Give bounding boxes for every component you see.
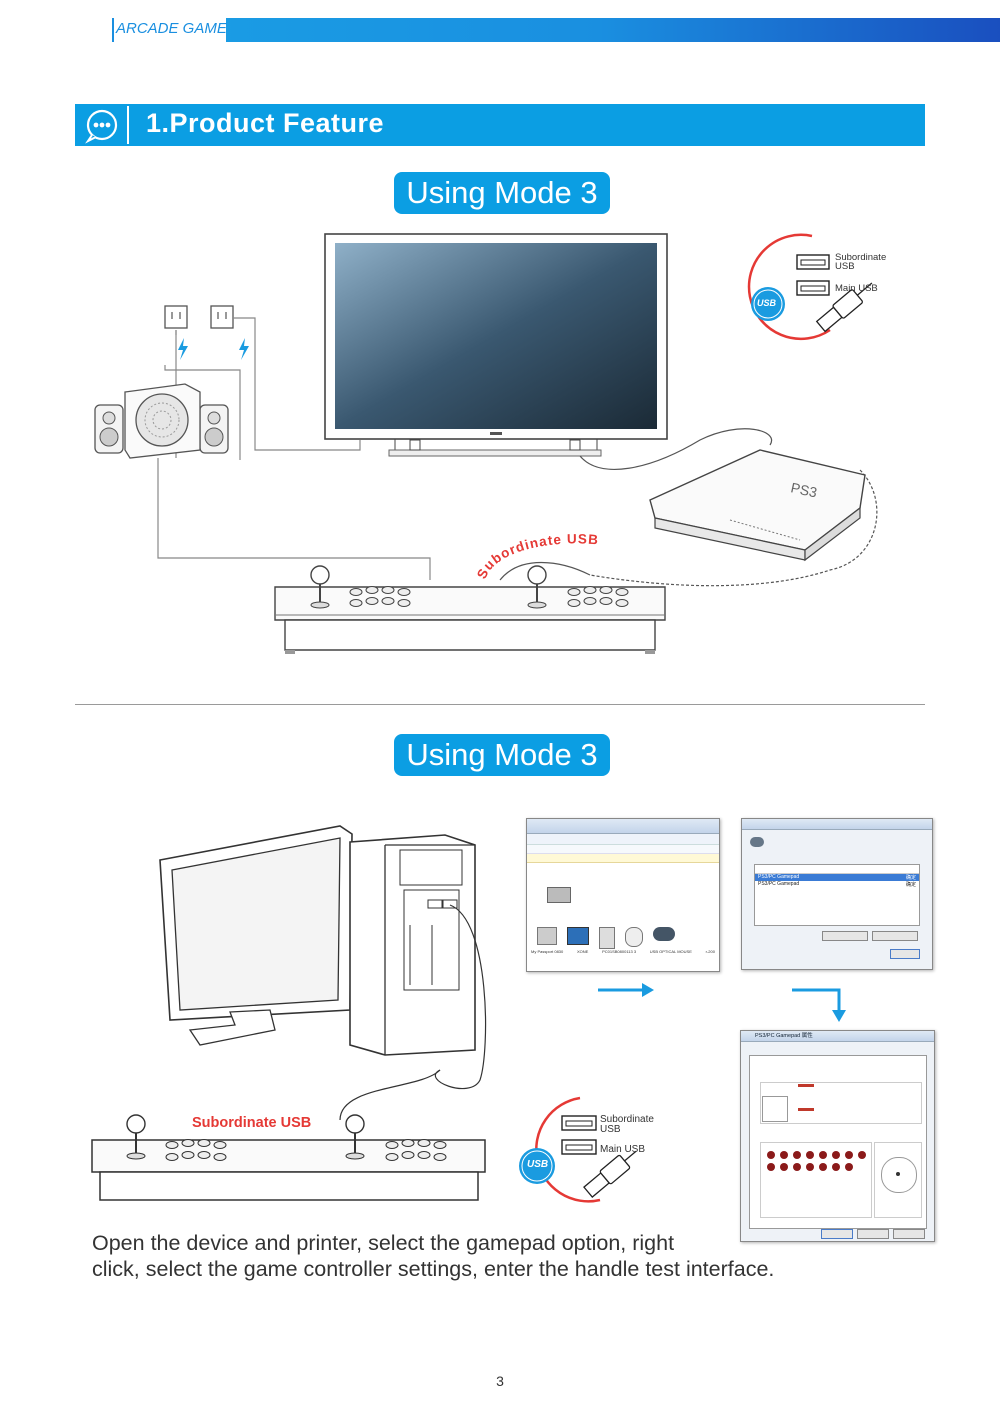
subordinate-usb-label-red: Subordinate USB bbox=[192, 1115, 312, 1131]
monitor-icon bbox=[159, 825, 353, 1046]
axis-crosshair bbox=[762, 1096, 788, 1122]
mode-title-bottom: Using Mode 3 bbox=[394, 734, 610, 776]
svg-text:PS3: PS3 bbox=[789, 479, 818, 500]
printer-icon bbox=[547, 887, 571, 903]
usb-badge-bottom: USB bbox=[527, 1159, 549, 1170]
mouse-icon bbox=[625, 927, 643, 947]
header-tab bbox=[112, 18, 226, 42]
caption: Open the device and printer, select the … bbox=[92, 1230, 812, 1282]
setup-illustration-pc bbox=[91, 825, 487, 1201]
caption-line-1: Open the device and printer, select the … bbox=[92, 1231, 675, 1255]
usb-plug-icon bbox=[583, 1150, 637, 1198]
power-socket-icon bbox=[164, 305, 234, 329]
section-title: 1.Product Feature bbox=[146, 108, 385, 138]
apply-button[interactable] bbox=[893, 1229, 925, 1239]
gamepad-properties-window: PS3/PC Gamepad 属性 bbox=[740, 1030, 935, 1242]
mode-title-top: Using Mode 3 bbox=[394, 172, 610, 214]
usb-ports-icon bbox=[519, 1096, 637, 1203]
section-header-divider bbox=[127, 106, 129, 144]
device-label: XONE bbox=[577, 949, 589, 954]
window-title: PS3/PC Gamepad 属性 bbox=[741, 1031, 934, 1042]
devices-printers-window: My Passport 0830 XONE PC01SB0800113 3 US… bbox=[526, 818, 720, 972]
speaker-system-icon bbox=[94, 383, 229, 459]
arrow-down-icon bbox=[792, 988, 846, 1022]
device-label: r-200 bbox=[705, 949, 715, 954]
device-label: USB OPTICAL MOUSE bbox=[649, 949, 692, 954]
lightning-icon bbox=[178, 338, 249, 360]
gamepad-icon[interactable] bbox=[653, 927, 675, 941]
subordinate-usb-label-top: Subordinate USB bbox=[835, 252, 887, 272]
arrow-right-icon bbox=[598, 983, 654, 997]
pov-hat bbox=[874, 1142, 922, 1218]
arcade-controller-icon bbox=[274, 565, 666, 654]
caption-line-2: click, select the game controller settin… bbox=[92, 1257, 775, 1281]
setup-illustration-tv-ps3: PS3 Subordinate USB bbox=[94, 233, 878, 654]
subordinate-usb-label-bottom: Subordinate USB bbox=[600, 1114, 654, 1135]
cancel-button[interactable] bbox=[857, 1229, 889, 1239]
section-header bbox=[75, 104, 925, 146]
buttons-group bbox=[760, 1142, 872, 1218]
usb-badge-top: USB bbox=[757, 298, 777, 308]
ok-button[interactable] bbox=[890, 949, 920, 959]
properties-button[interactable] bbox=[872, 931, 918, 941]
header-label: ARCADE GAME bbox=[116, 20, 227, 37]
desktop-tower-icon bbox=[349, 834, 476, 1056]
usb-plug-icon bbox=[815, 282, 873, 333]
television-icon bbox=[324, 233, 668, 457]
drive-icon bbox=[537, 927, 557, 945]
gamepad-icon bbox=[750, 837, 764, 847]
usb-ports-icon bbox=[747, 233, 873, 341]
monitor-device-icon bbox=[567, 927, 589, 945]
page-number: 3 bbox=[496, 1373, 504, 1389]
ps3-console-icon: PS3 bbox=[649, 449, 866, 562]
ok-button[interactable] bbox=[821, 1229, 853, 1239]
main-usb-label-bottom: Main USB bbox=[600, 1144, 646, 1155]
section-divider-line bbox=[75, 704, 925, 705]
device-label: PC01SB0800113 3 bbox=[602, 949, 637, 954]
device-label: My Passport 0830 bbox=[531, 949, 564, 954]
test-panel bbox=[749, 1055, 927, 1229]
advanced-button[interactable] bbox=[822, 931, 868, 941]
storage-device-icon bbox=[599, 927, 615, 949]
header-bar-left-blank bbox=[0, 18, 112, 42]
main-usb-label-top: Main USB bbox=[835, 283, 878, 294]
arcade-controller-icon bbox=[91, 1114, 486, 1201]
chat-bubble-icon bbox=[75, 104, 125, 146]
